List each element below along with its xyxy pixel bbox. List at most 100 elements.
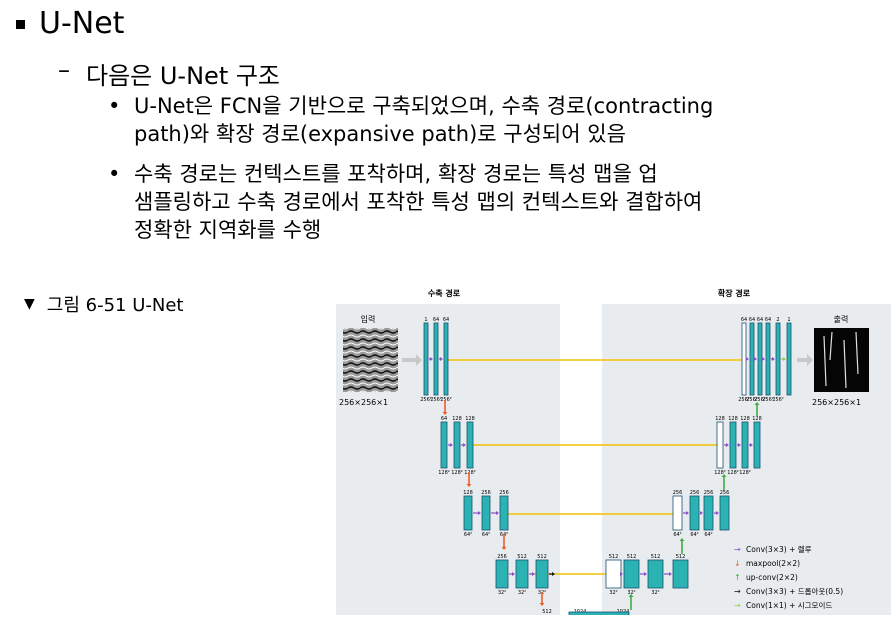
enc4-feature-map (535, 559, 549, 589)
dec1-channel-label: 64 (741, 317, 747, 323)
enc1-channel-label: 64 (443, 317, 449, 323)
enc1-feature-map (423, 322, 429, 396)
dec1-size-label: 256² (754, 397, 766, 403)
dot-bullet-icon: • (108, 162, 121, 186)
up-conv-arrow-head (679, 538, 685, 541)
enc3-conv-arrow-head (496, 511, 499, 515)
dec1-feature-map (757, 322, 763, 396)
unet-svg: 수축 경로 확장 경로 입력 256×256×1 출력 256×256×1 → … (336, 288, 891, 619)
up-conv-arrow-head (754, 402, 760, 405)
enc3-feature-map (499, 495, 509, 531)
dec3-channel-label: 256 (690, 490, 700, 496)
unet-blocks: 1256²64256²64256²64128²128128²128128²128… (420, 317, 792, 619)
enc2-channel-label: 64 (441, 416, 447, 422)
dec2-size-label: 128² (727, 470, 739, 476)
dec1-size-label: 256² (746, 397, 758, 403)
enc4-conv-arrow-head (532, 572, 535, 576)
enc1-channel-label: 64 (433, 317, 439, 323)
dec4-feature-map (647, 559, 664, 589)
triangle-down-icon: ▼ (24, 296, 35, 312)
dec1-feature-map (786, 322, 792, 396)
dec1-conv-arrow-head (772, 357, 775, 361)
dec1-channel-label: 64 (749, 317, 755, 323)
dec3-channel-label: 256 (673, 490, 683, 496)
dec1-feature-map (775, 322, 781, 396)
dec3-conv-arrow-head (700, 511, 703, 515)
heading-text: U-Net (39, 6, 125, 41)
figure-caption: ▼ 그림 6-51 U-Net (24, 291, 183, 317)
dec2-size-label: 128² (714, 470, 726, 476)
input-arrow-icon (402, 354, 422, 366)
output-image (814, 328, 869, 392)
enc3-feature-map (481, 495, 491, 531)
heading: U-Net (16, 6, 124, 41)
enc1-channel-label: 1 (424, 317, 427, 323)
dec4-channel-label: 512 (676, 554, 686, 560)
dec2-channel-label: 128 (752, 416, 762, 422)
enc4-channel-label: 512 (517, 554, 527, 560)
enc2-feature-map (440, 421, 448, 469)
dec1-conv-arrow-head (762, 357, 765, 361)
dec2-conv-arrow-head (750, 443, 753, 447)
enc3-channel-label: 256 (499, 490, 509, 496)
dec3-feature-map (672, 495, 683, 531)
dec2-channel-label: 128 (740, 416, 750, 422)
dec4-size-label: 32² (651, 590, 659, 596)
output-arrow-icon (797, 354, 813, 366)
enc1-size-label: 256² (440, 397, 452, 403)
dec4-conv-arrow-head (644, 572, 647, 576)
enc1-feature-map (433, 322, 439, 396)
enc2-channel-label: 128 (465, 416, 475, 422)
dec3-feature-map (719, 495, 730, 531)
output-label: 출력 (834, 314, 849, 324)
dec4-channel-label: 512 (627, 554, 637, 560)
enc2-feature-map (466, 421, 474, 469)
enc1-conv-arrow-head (440, 357, 443, 361)
enc3-size-label: 64² (482, 532, 490, 538)
enc2-size-label: 128² (451, 470, 463, 476)
dec3-size-label: 64² (673, 532, 681, 538)
input-label: 입력 (361, 314, 376, 324)
enc3-channel-label: 256 (481, 490, 491, 496)
legend-label: Conv(3×3) + 렐루 (746, 545, 812, 554)
dec4-feature-map (623, 559, 640, 589)
enc3-feature-map (463, 495, 473, 531)
legend-symbol: → (734, 545, 741, 554)
dec3-channel-label: 256 (704, 490, 714, 496)
dec1-channel-label: 64 (765, 317, 771, 323)
dec1-channel-label: 64 (757, 317, 763, 323)
dec2-feature-map (753, 421, 761, 469)
unet-diagram: 수축 경로 확장 경로 입력 256×256×1 출력 256×256×1 → … (336, 282, 891, 619)
bullet-item: • 수축 경로는 컨텍스트를 포착하며, 확장 경로는 특성 맵을 업 샘플링하… (108, 160, 888, 244)
up-conv-arrow-head (628, 594, 634, 597)
dropout-arrow-head (552, 572, 555, 576)
dec4-conv-arrow-head (669, 572, 672, 576)
dec3-feature-map (689, 495, 700, 531)
enc1-size-label: 256² (420, 397, 432, 403)
dec1-feature-map (741, 322, 747, 396)
enc4-feature-map (515, 559, 529, 589)
enc4-channel-label: 256 (497, 554, 507, 560)
enc4-channel-label: 512 (537, 554, 547, 560)
dec3-size-label: 64² (690, 532, 698, 538)
dec2-size-label: 128² (739, 470, 751, 476)
dec2-conv-arrow-head (726, 443, 729, 447)
legend-symbol: ↓ (734, 559, 741, 568)
caption-text: 그림 6-51 U-Net (46, 295, 184, 316)
dec1-size-label: 256² (738, 397, 750, 403)
enc4-feature-map (495, 559, 509, 589)
input-image (343, 328, 398, 392)
subheading-text: 다음은 U-Net 구조 (86, 62, 281, 90)
enc4-size-label: 32² (498, 590, 506, 596)
dec1-size-label: 256² (762, 397, 774, 403)
legend-label: Conv(3×3) + 드롭아웃(0.5) (746, 586, 843, 596)
enc2-conv-arrow-head (463, 443, 466, 447)
maxpool-arrow-head (501, 547, 507, 550)
bottom-channel-label: 512 (542, 609, 552, 615)
maxpool-arrow-head (466, 484, 472, 487)
enc4-size-label: 32² (518, 590, 526, 596)
dec4-channel-label: 512 (609, 554, 619, 560)
maxpool-arrow-head (442, 412, 448, 415)
subheading: – 다음은 U-Net 구조 (58, 56, 280, 91)
bullet-text: U-Net은 FCN을 기반으로 구축되었으며, 수축 경로(contracti… (134, 94, 714, 146)
